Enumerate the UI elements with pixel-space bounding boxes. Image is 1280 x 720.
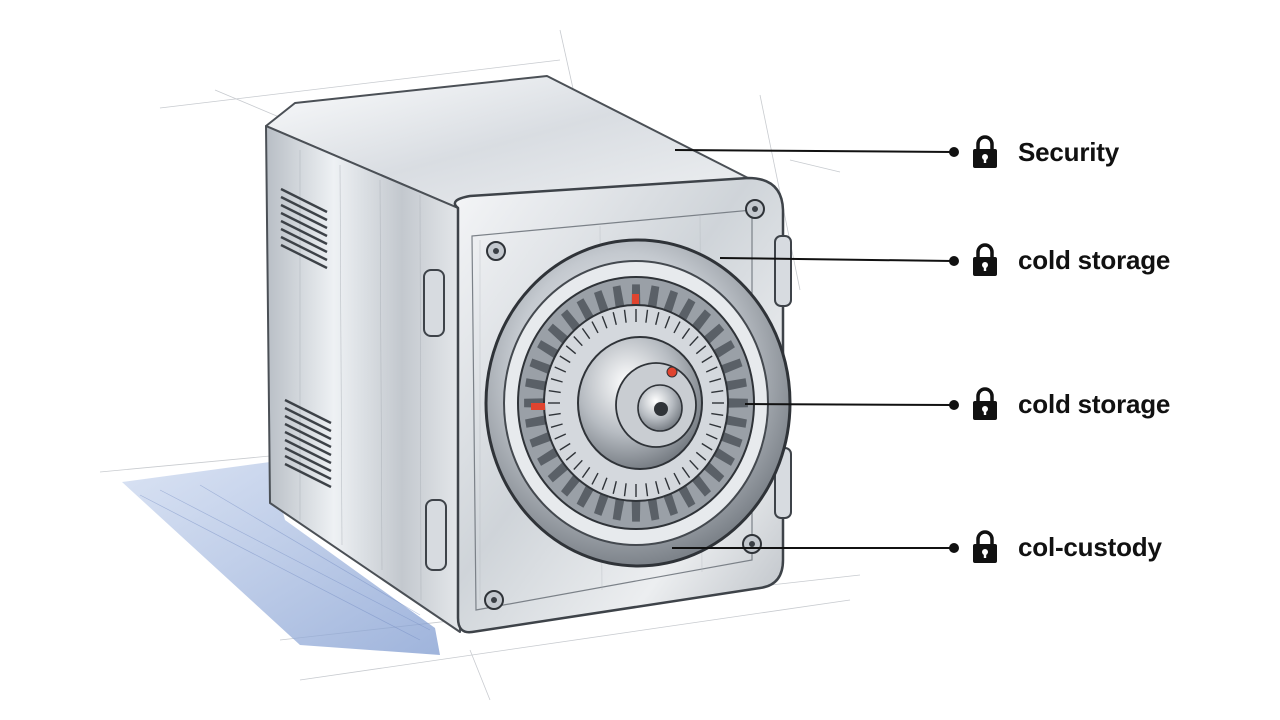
label-text: cold storage <box>1018 388 1171 419</box>
gear-tooth <box>525 378 551 392</box>
dial-tick <box>591 472 599 485</box>
dial-tick <box>689 336 699 347</box>
dial-tick <box>565 451 577 461</box>
dial-tick <box>548 390 561 394</box>
lower-vent <box>284 398 332 489</box>
dial-tick <box>581 466 591 479</box>
dial-tick <box>711 412 724 416</box>
dial-tick <box>612 481 617 494</box>
dial-tick <box>673 472 681 485</box>
dial-tick <box>689 459 699 470</box>
dial-tick <box>705 433 718 440</box>
dial-tick <box>559 355 571 364</box>
dial-tick <box>681 327 691 340</box>
dial-tick <box>601 477 608 491</box>
dial-tick <box>673 321 681 334</box>
dial-tick <box>554 433 567 440</box>
lock-icon <box>973 387 997 420</box>
gear-tooth <box>525 414 551 428</box>
label-col-custody: col-custody <box>970 527 1162 567</box>
dial-tick <box>554 366 567 373</box>
leader-lines <box>672 149 953 549</box>
gear-tooth <box>721 378 747 392</box>
dial-tick <box>695 345 707 355</box>
dial-tick <box>565 345 577 355</box>
label-text: cold storage <box>1018 244 1171 275</box>
dial-tick <box>612 312 617 325</box>
label-security: Security <box>970 132 1119 172</box>
dial-tick <box>573 459 583 470</box>
gear-tooth <box>723 398 748 408</box>
dial-tick <box>550 423 563 428</box>
lock-icon <box>973 243 997 276</box>
dial-tick <box>709 378 722 383</box>
dial-tick <box>695 451 707 461</box>
dial-assembly <box>484 238 792 568</box>
dial-tick <box>601 315 608 329</box>
dial-tick <box>548 412 561 416</box>
dial-tick <box>664 477 671 491</box>
dial-tick <box>701 355 713 364</box>
dial-tick <box>645 483 649 497</box>
dial-tick <box>623 309 627 323</box>
dial-tick <box>705 366 718 373</box>
gear-tooth <box>721 414 747 428</box>
dial-tick <box>623 483 627 497</box>
dial-tick <box>655 312 660 325</box>
floor-shadow <box>122 462 440 655</box>
label-text: col-custody <box>1018 531 1162 562</box>
dial-ticks <box>548 309 724 497</box>
label-cold-storage-1: cold storage <box>970 240 1170 280</box>
dial-tick <box>655 481 660 494</box>
upper-vent <box>280 187 328 270</box>
dial-tick <box>711 390 724 394</box>
dial-tick <box>581 327 591 340</box>
dial-tick <box>645 309 649 323</box>
dial-tick <box>550 378 563 383</box>
lock-icon <box>973 135 997 168</box>
dial-tick <box>701 442 713 451</box>
leader-dots <box>949 147 959 553</box>
label-cold-storage-2: cold storage <box>970 384 1170 424</box>
dial-tick <box>664 315 671 329</box>
hinges <box>423 235 792 571</box>
dial-tick <box>709 423 722 428</box>
gear-tooth <box>631 496 641 522</box>
dial-tick <box>573 336 583 347</box>
lock-icon <box>973 530 997 563</box>
label-text: Security <box>1018 136 1120 167</box>
dial-tick <box>591 321 599 334</box>
dial-tick <box>681 466 691 479</box>
dial-tick <box>559 442 571 451</box>
